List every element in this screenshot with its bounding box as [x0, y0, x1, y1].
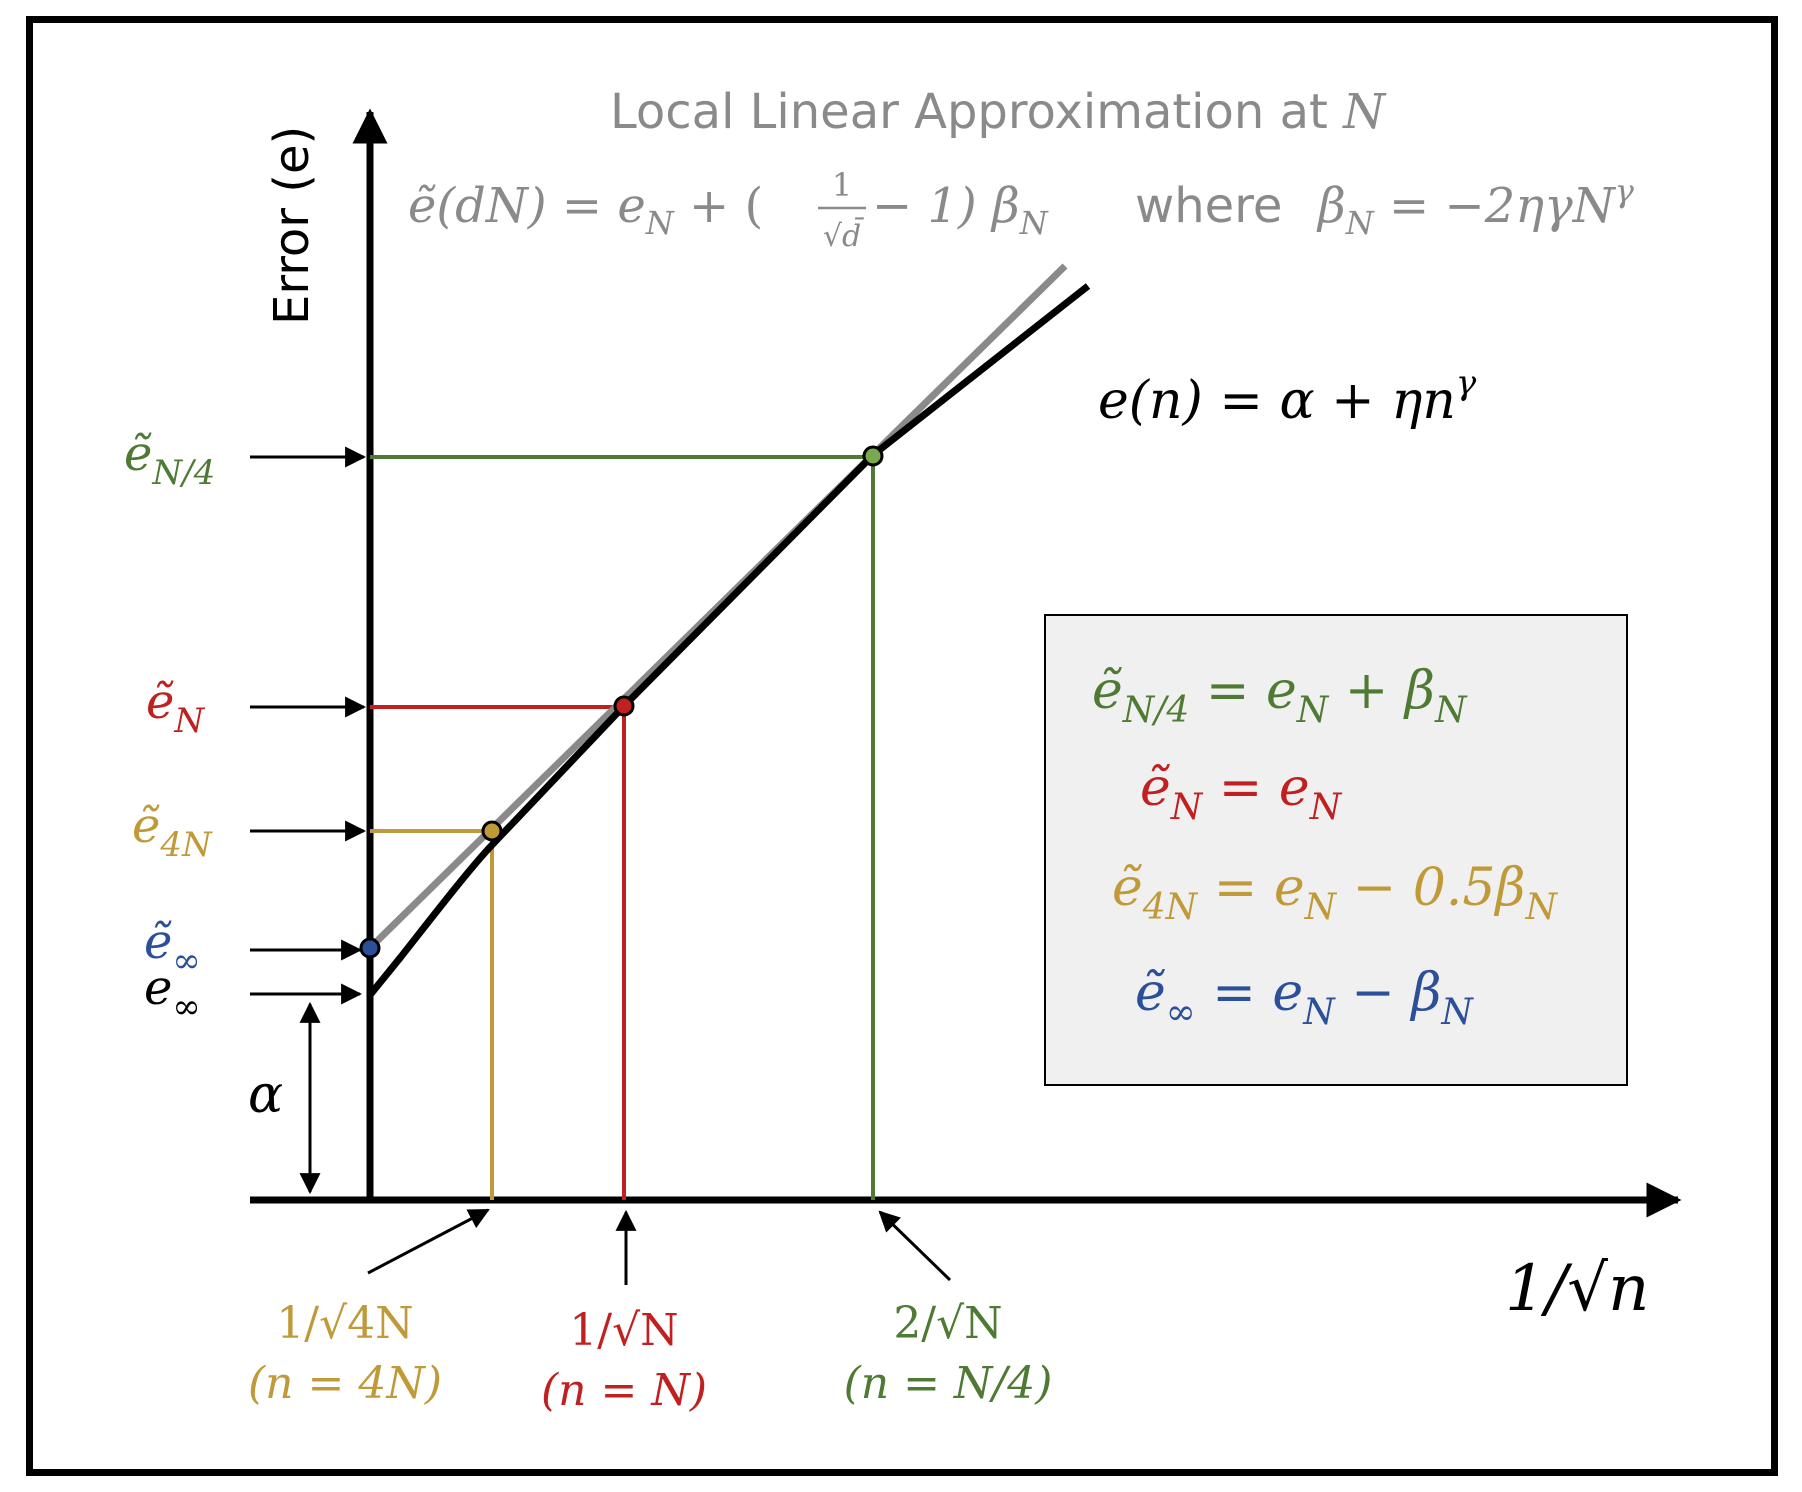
legend-row-n: ẽN = eN: [1140, 758, 1343, 828]
y-axis-label: Error (e): [264, 126, 320, 325]
svg-text:where: where: [1135, 178, 1282, 234]
title-formula: ẽ(dN) = eN + ( 1 √d̄ − 1) βN where βN = …: [408, 166, 1635, 254]
label-e-4n: ẽ4N: [132, 798, 213, 865]
legend-row-inf: ẽ∞ = eN − βN: [1135, 963, 1474, 1033]
label-e-n4: ẽN/4: [124, 426, 215, 493]
legend-row-n4: ẽN/4 = eN + βN: [1092, 661, 1468, 731]
point-n: [613, 695, 635, 717]
legend-row-4n: ẽ4N = eN − 0.5βN: [1112, 858, 1558, 928]
alpha-label: α: [248, 1065, 283, 1125]
title-line1: Local Linear Approximation at N: [610, 84, 1387, 140]
arrow-marker-4n: [367, 1208, 490, 1275]
svg-text:1: 1: [832, 166, 852, 204]
svg-text:− 1) βN: − 1) βN: [872, 178, 1049, 242]
point-4n: [481, 820, 503, 842]
marker-4n-line2: (n = 4N): [248, 1358, 442, 1409]
label-e-inf: e∞: [144, 960, 201, 1027]
svg-text:ẽ(dN) = eN + (: ẽ(dN) = eN + (: [408, 178, 763, 242]
arrow-marker-n4: [878, 1210, 952, 1282]
legend-box: [1044, 614, 1628, 1086]
x-axis-label: 1/√n: [1505, 1252, 1649, 1326]
error-curve: [367, 283, 1091, 998]
svg-text:βN = −2ηγNγ: βN = −2ηγNγ: [1316, 172, 1635, 242]
marker-n-line1: 1/√N: [569, 1305, 678, 1356]
label-e-n: ẽN: [146, 674, 205, 741]
marker-n4-line1: 2/√N: [893, 1298, 1002, 1349]
marker-n-line2: (n = N): [541, 1365, 707, 1416]
point-n-quarter: [862, 445, 884, 467]
svg-text:√d̄: √d̄: [823, 216, 864, 254]
curve-label: e(n) = α + ηnγ: [1098, 363, 1477, 431]
marker-n4-line2: (n = N/4): [844, 1358, 1053, 1409]
marker-4n-line1: 1/√4N: [276, 1298, 413, 1349]
point-infinity: [359, 937, 381, 959]
label-e-inf-tilde: ẽ∞: [144, 914, 201, 981]
